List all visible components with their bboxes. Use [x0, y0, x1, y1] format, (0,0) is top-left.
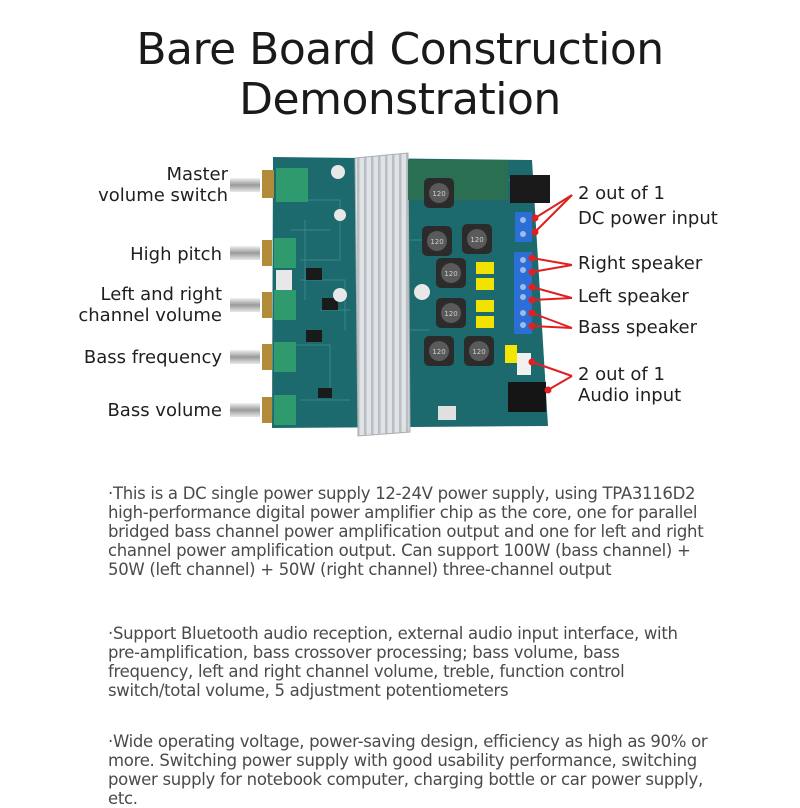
- bass-volume-pot: [230, 395, 296, 425]
- bass-speaker-label: Bass speaker: [578, 317, 698, 338]
- master-volume-switch-label: Master volume switch: [98, 164, 228, 206]
- jumper: [505, 345, 517, 363]
- dc-terminal: [515, 212, 532, 242]
- electrolytic-caps: [331, 165, 347, 302]
- description-paragraph-1: ·This is a DC single power supply 12-24V…: [108, 484, 704, 579]
- page-title-line-2: Demonstration: [239, 74, 561, 125]
- master-pot: [230, 168, 308, 202]
- description-paragraph-3: ·Wide operating voltage, power-saving de…: [108, 732, 708, 808]
- dc-jack: [510, 175, 550, 203]
- lr-volume-pot: [230, 290, 296, 320]
- ic-chips: [306, 268, 338, 398]
- bass-frequency-pot: [230, 342, 296, 372]
- inductor-marking: 120: [432, 348, 445, 356]
- speaker-terminals: [514, 252, 532, 334]
- description-paragraph-2: ·Support Bluetooth audio reception, exte…: [108, 624, 678, 700]
- bass-frequency-label: Bass frequency: [83, 347, 222, 368]
- dc-power-input-label: 2 out of 1 DC power input: [578, 183, 718, 229]
- switch: [276, 270, 292, 290]
- right-speaker-label: Right speaker: [578, 253, 703, 274]
- label-line: volume switch: [98, 185, 228, 206]
- label-line: channel volume: [78, 305, 222, 326]
- audio-input-label: 2 out of 1 Audio input: [578, 364, 681, 406]
- bluetooth-module: [408, 160, 508, 200]
- inductor-marking: 120: [472, 348, 485, 356]
- high-pitch-label: High pitch: [130, 244, 222, 265]
- label-line: Audio input: [578, 385, 682, 406]
- inductor-marking: 120: [432, 190, 445, 198]
- inductor-marking: 120: [444, 270, 457, 278]
- capacitor: [414, 284, 430, 300]
- film-capacitors: [476, 262, 494, 328]
- label-line: 2 out of 1: [578, 183, 665, 204]
- inductor-marking: 120: [444, 310, 457, 318]
- label-line: Left and right: [100, 284, 222, 305]
- button: [438, 406, 456, 420]
- bass-volume-label: Bass volume: [107, 400, 222, 421]
- potentiometers: [230, 168, 308, 425]
- inductors: [422, 178, 494, 366]
- indicator-arrows: [528, 194, 573, 394]
- inductor-marking: 120: [470, 236, 483, 244]
- inductor-marking: 120: [430, 238, 443, 246]
- left-right-channel-volume-label: Left and right channel volume: [78, 284, 222, 326]
- terminal-screws: [520, 217, 526, 328]
- label-line: Master: [166, 164, 228, 185]
- audio-jack: [508, 382, 546, 412]
- label-line: 2 out of 1: [578, 364, 665, 385]
- page-title: Bare Board Construction: [136, 24, 664, 75]
- audio-connector: [517, 353, 531, 375]
- left-speaker-label: Left speaker: [578, 286, 689, 307]
- label-line: DC power input: [578, 208, 718, 229]
- heatsink: [354, 152, 411, 437]
- high-pitch-pot: [230, 238, 296, 268]
